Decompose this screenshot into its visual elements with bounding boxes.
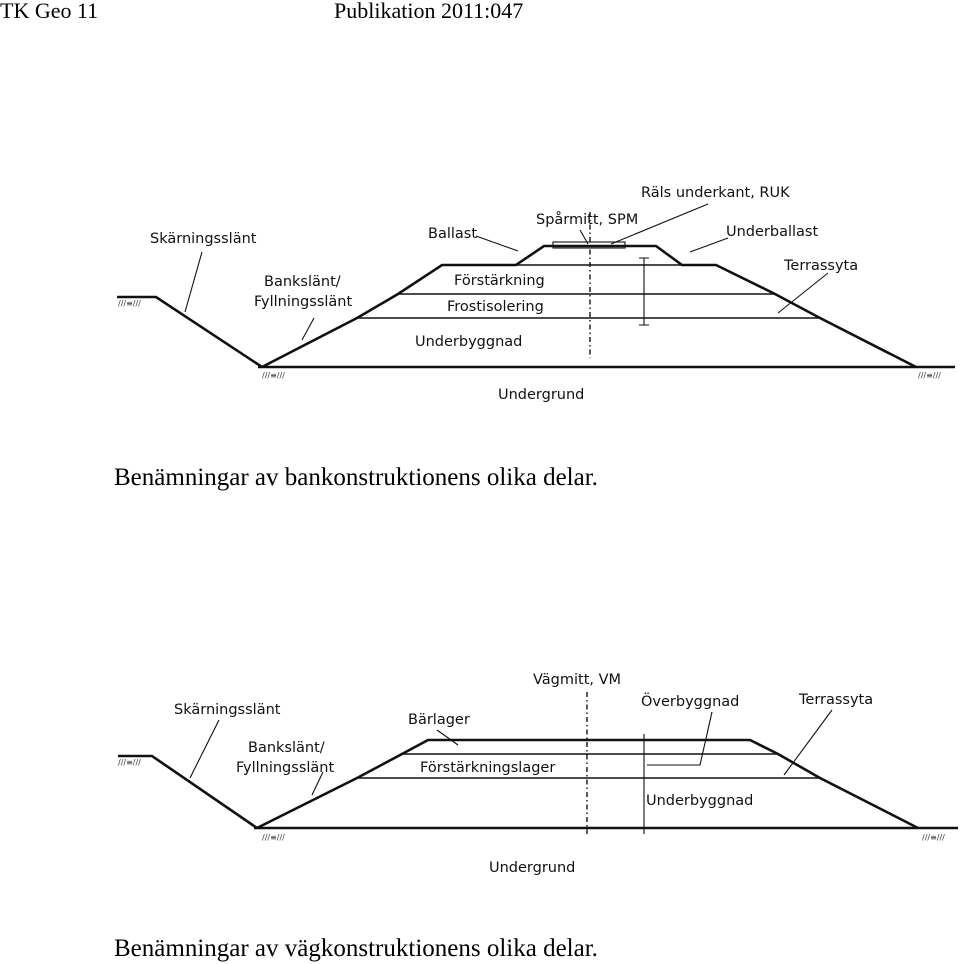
- ground-hatch-icon: ///≡///: [118, 299, 141, 308]
- header-right: Publikation 2011:047: [334, 0, 524, 23]
- leader-bearing-layer: [436, 729, 459, 746]
- label-track-center: Spårmitt, SPM: [536, 211, 638, 228]
- figure2-caption: Benämningar av vägkonstruktionens olika …: [114, 935, 598, 962]
- leader-rail-bottom: [610, 203, 709, 245]
- ground-hatch-icon: ///≡///: [922, 833, 945, 842]
- leader-sub-ballast: [689, 237, 729, 253]
- label-subgrade: Undergrund: [498, 387, 584, 403]
- label-ballast: Ballast: [428, 226, 477, 242]
- ground-hatch-icon: ///≡///: [918, 371, 941, 380]
- leader-superstructure: [647, 711, 713, 766]
- cut-slope-line: [117, 295, 263, 369]
- label-substructure: Underbyggnad: [415, 334, 522, 350]
- figure1-caption: Benämningar av bankonstruktionens olika …: [114, 464, 598, 491]
- label-reinforcement: Förstärkning: [454, 273, 545, 289]
- leader-bank-slope: [311, 771, 324, 796]
- sleeper-shape: [552, 241, 626, 249]
- label-reinforcement-layer: Förstärkningslager: [420, 760, 555, 776]
- ground-hatch-icon: ///≡///: [262, 833, 285, 842]
- label-sub-ballast: Underballast: [726, 224, 818, 240]
- leader-formation: [783, 709, 833, 776]
- label-frost-insulation: Frostisolering: [447, 299, 544, 315]
- label-subgrade: Undergrund: [489, 860, 575, 876]
- label-formation: Terrassyta: [783, 258, 858, 274]
- leader-cut-slope: [184, 251, 203, 313]
- cut-slope-line: [118, 754, 258, 830]
- leader-track-center: [579, 229, 589, 245]
- thickness-indicator: [639, 734, 649, 834]
- label-substructure: Underbyggnad: [646, 793, 753, 809]
- label-formation: Terrassyta: [798, 692, 873, 708]
- label-bearing-layer: Bärlager: [408, 712, 470, 728]
- label-bank-slope-2: Fyllningsslänt: [236, 760, 334, 776]
- ground-hatch-icon: ///≡///: [118, 758, 141, 767]
- ground-hatch-icon: ///≡///: [262, 371, 285, 380]
- label-cut-slope: Skärningsslänt: [150, 231, 257, 247]
- leader-bank-slope: [301, 317, 315, 341]
- leader-cut-slope: [189, 719, 220, 779]
- label-bank-slope-2: Fyllningsslänt: [254, 294, 352, 310]
- label-road-center: Vägmitt, VM: [533, 672, 621, 688]
- railway-embankment-diagram: ///≡/// ///≡/// ///≡/// Skärningsslänt B…: [117, 185, 955, 403]
- header-left: TK Geo 11: [0, 0, 99, 23]
- label-bank-slope-1: Bankslänt/: [264, 274, 341, 290]
- leader-formation: [777, 272, 829, 314]
- leader-ballast: [475, 235, 519, 252]
- label-superstructure: Överbyggnad: [641, 692, 739, 710]
- embankment-outline: [261, 244, 917, 369]
- road-embankment-diagram: ///≡/// ///≡/// ///≡/// Skärningsslänt B…: [118, 672, 958, 876]
- thickness-indicator: [639, 257, 649, 326]
- label-bank-slope-1: Bankslänt/: [248, 740, 325, 756]
- label-rail-bottom: Räls underkant, RUK: [641, 185, 790, 201]
- embankment-outline: [256, 738, 919, 830]
- label-cut-slope: Skärningsslänt: [174, 702, 281, 718]
